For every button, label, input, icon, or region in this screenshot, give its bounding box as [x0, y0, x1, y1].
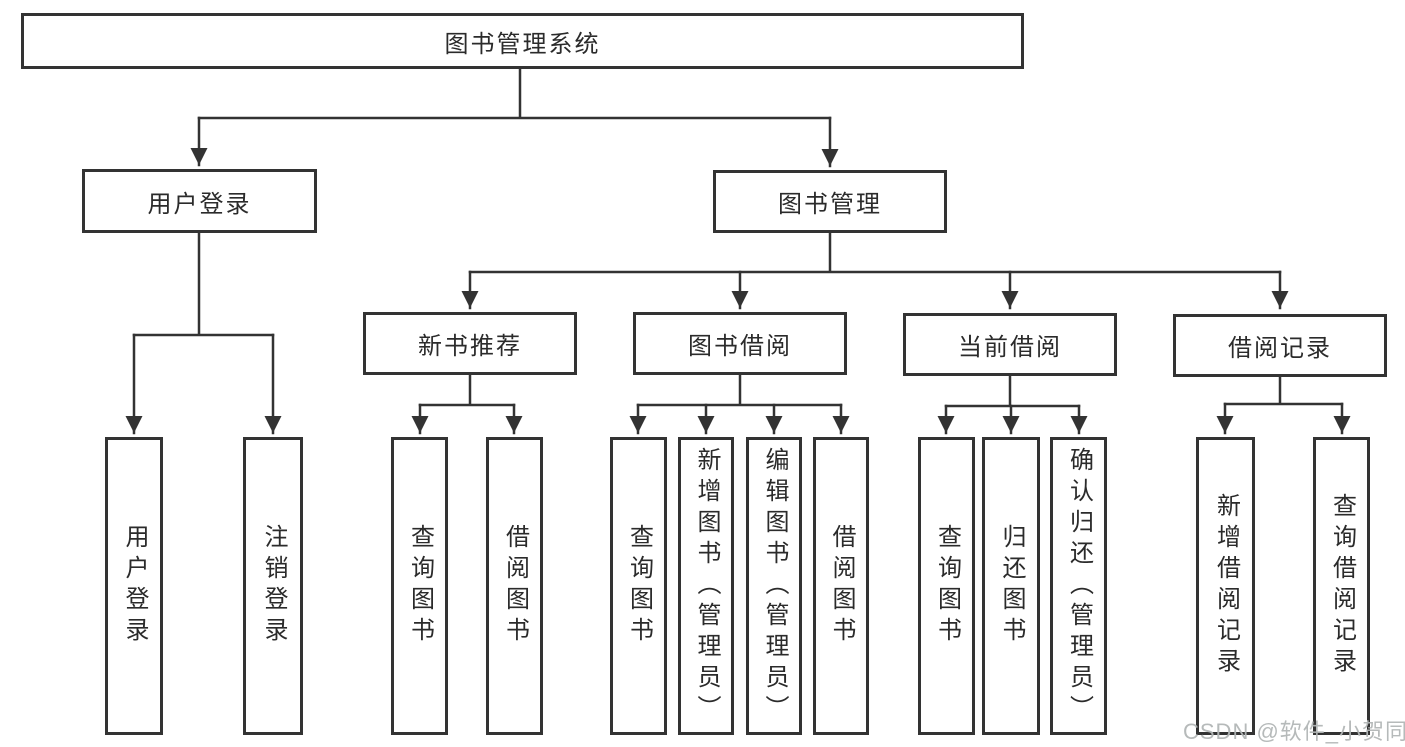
leaf-bb-borrow-books: 借阅图书	[813, 437, 869, 735]
node-user-login: 用户登录	[82, 169, 317, 233]
leaf-bb-query-books: 查询图书	[610, 437, 667, 735]
leaf-bb-edit-books: 编辑图书（管理员）	[746, 437, 802, 735]
leaf-user-login: 用户登录	[105, 437, 163, 735]
leaf-br-query-record: 查询借阅记录	[1313, 437, 1370, 735]
leaf-nb-query-books: 查询图书	[391, 437, 448, 735]
connector-new-book-trunk	[418, 373, 516, 407]
node-borrowing-records: 借阅记录	[1173, 314, 1387, 377]
connector-book-borrowing-trunk	[636, 373, 843, 407]
connector-root-trunk	[197, 66, 832, 120]
node-book-management: 图书管理	[713, 170, 947, 233]
connector-book-management-trunk	[468, 231, 1282, 274]
csdn-watermark: CSDN @软件_小贺同学	[1183, 719, 1405, 744]
connector-current-borrowing-trunk	[944, 374, 1081, 408]
leaf-br-add-record: 新增借阅记录	[1196, 437, 1255, 735]
connector-borrowing-records-trunk	[1223, 375, 1344, 406]
leaf-nb-borrow-books: 借阅图书	[486, 437, 543, 735]
node-root: 图书管理系统	[21, 13, 1024, 69]
node-current-borrowing: 当前借阅	[903, 313, 1117, 376]
node-new-book-recommend: 新书推荐	[363, 312, 577, 375]
node-book-borrowing: 图书借阅	[633, 312, 847, 375]
leaf-cb-return-books: 归还图书	[982, 437, 1040, 735]
leaf-logout: 注销登录	[243, 437, 303, 735]
leaf-cb-confirm-return: 确认归还（管理员）	[1050, 437, 1107, 735]
connector-user-login-trunk	[132, 231, 275, 337]
leaf-bb-add-books: 新增图书（管理员）	[678, 437, 734, 735]
leaf-cb-query-books: 查询图书	[918, 437, 975, 735]
